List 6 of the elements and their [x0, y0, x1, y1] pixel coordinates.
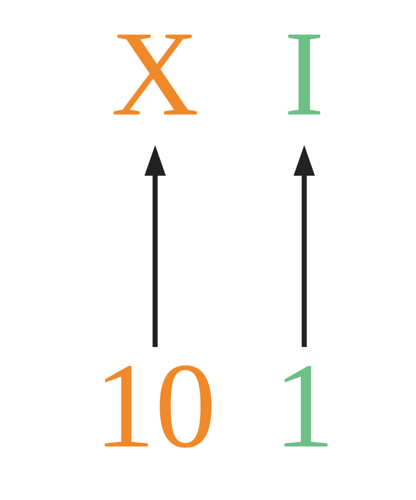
arrow — [144, 145, 166, 348]
node-text: X — [110, 6, 199, 142]
node-text: 10 — [94, 338, 216, 474]
node-text: 1 — [273, 338, 334, 474]
node-text: I — [283, 6, 324, 142]
arrow — [293, 145, 314, 348]
